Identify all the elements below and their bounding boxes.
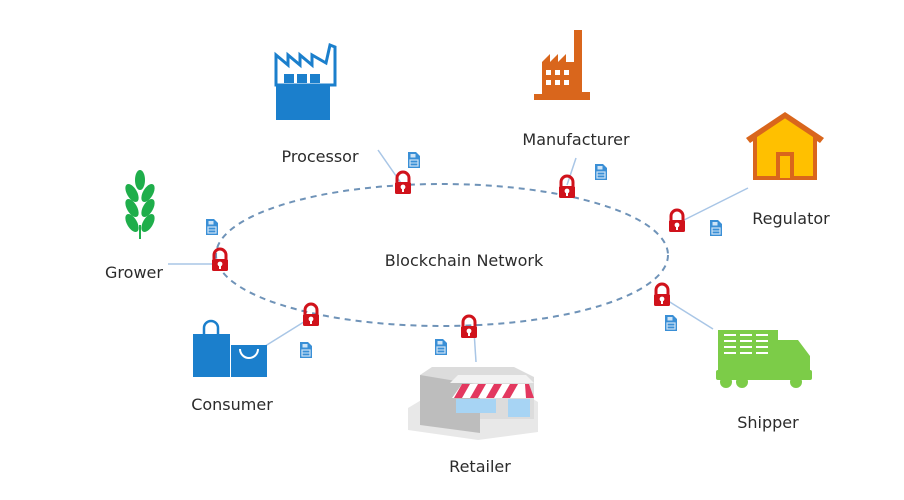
grower-label: Grower <box>105 263 163 282</box>
participant-shipper: Shipper <box>716 330 812 432</box>
lock-icon <box>652 282 672 308</box>
document-icon <box>205 218 219 236</box>
participant-regulator: Regulator <box>746 112 830 228</box>
participant-retailer: Retailer <box>408 367 538 476</box>
participant-manufacturer: Manufacturer <box>522 30 630 149</box>
truck-icon <box>716 330 812 388</box>
retailer-label: Retailer <box>449 457 511 476</box>
network-title: Blockchain Network <box>385 251 544 270</box>
lock-icon <box>210 247 230 273</box>
shipper-label: Shipper <box>737 413 799 432</box>
house-icon <box>746 112 824 180</box>
participant-grower: Grower <box>105 170 163 282</box>
wheat-icon <box>125 170 155 239</box>
manufacturer-label: Manufacturer <box>522 130 630 149</box>
document-icon <box>299 341 313 359</box>
document-icon <box>407 151 421 169</box>
factory-icon <box>274 42 337 120</box>
regulator-label: Regulator <box>752 209 830 228</box>
connector-shipper <box>664 298 714 330</box>
lock-icon <box>393 170 413 196</box>
document-icon <box>594 163 608 181</box>
connector-consumer <box>261 319 308 349</box>
connector-manufacturer <box>566 157 577 186</box>
lock-icon <box>459 314 479 340</box>
lock-icon <box>557 174 577 200</box>
participant-processor: Processor <box>274 42 359 166</box>
manufacturer-factory-icon <box>534 30 590 100</box>
lock-icon <box>301 302 321 328</box>
store-icon <box>408 367 538 440</box>
participant-consumer: Consumer <box>191 319 273 414</box>
document-icon <box>434 338 448 356</box>
processor-label: Processor <box>281 147 358 166</box>
connector-regulator <box>679 187 749 223</box>
blockchain-ring <box>215 183 669 327</box>
shopping-bags-icon <box>193 319 267 377</box>
lock-icon <box>667 208 687 234</box>
truck-crates <box>724 334 768 354</box>
document-icon <box>664 314 678 332</box>
document-icon <box>709 219 723 237</box>
consumer-label: Consumer <box>191 395 273 414</box>
factory-windows <box>546 70 569 85</box>
